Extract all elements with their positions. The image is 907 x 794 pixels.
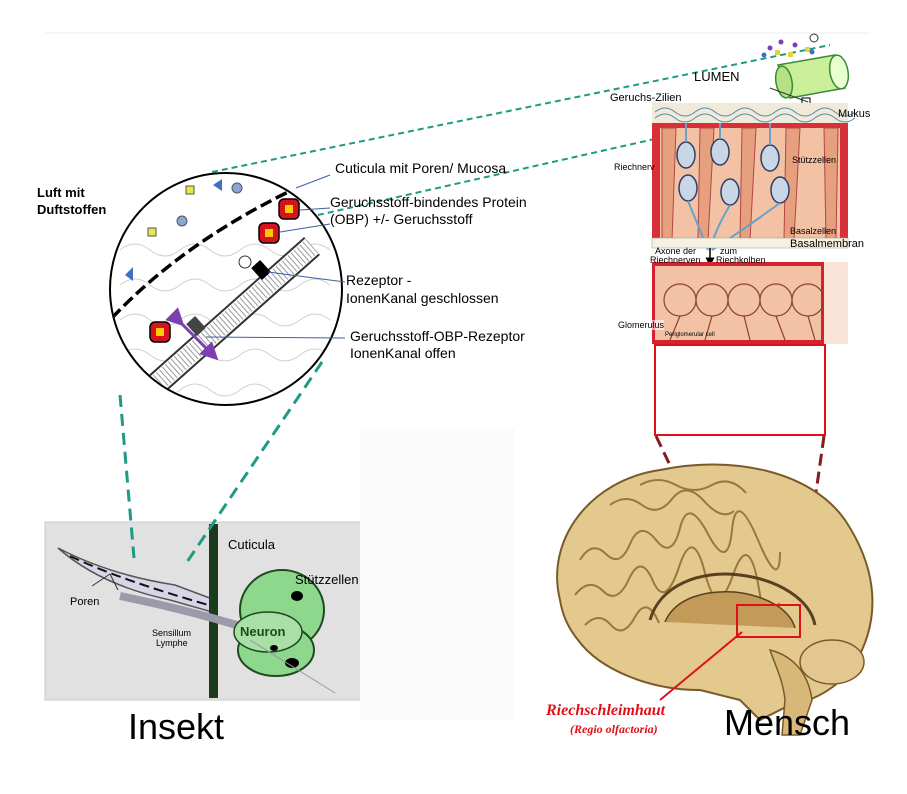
neuron-label: Neuron xyxy=(240,624,286,639)
insect-zoom-circle xyxy=(109,172,346,406)
lumen-tube xyxy=(761,33,850,107)
obp-label-line2: (OBP) +/- Geruchsstoff xyxy=(330,211,473,227)
zum-label-line1: zum xyxy=(720,246,738,256)
human-epithelium-panel xyxy=(651,33,856,436)
poren-label: Poren xyxy=(70,596,100,608)
cuticle-pores-label: Cuticula mit Poren/ Mucosa xyxy=(335,160,507,176)
stuetzzellen-human-label: Stützzellen xyxy=(792,155,837,165)
riechnerv-label: Riechnerv xyxy=(614,162,655,172)
stuetzzellen-label: Stützzellen xyxy=(295,572,359,587)
air-label-line2: Duftstoffen xyxy=(37,202,107,217)
region-label-line2: (Regio olfactoria) xyxy=(570,722,658,736)
blank-panel xyxy=(360,428,515,720)
insect-caption: Insekt xyxy=(128,706,225,747)
cuticula-label: Cuticula xyxy=(228,537,275,552)
human-brain-illustration xyxy=(556,463,874,736)
zilien-label: Geruchs-Zilien xyxy=(610,92,682,104)
periglomerular-label: Periglomerular cell xyxy=(665,332,715,338)
receptor-label-line1: Rezeptor - xyxy=(346,272,412,288)
receptor-label-line2: IonenKanal geschlossen xyxy=(346,290,499,306)
axone-label-line2: Riechnerven xyxy=(650,255,701,265)
zum-label-line2: Riechkolben xyxy=(716,255,766,265)
complex-label-line2: IonenKanal offen xyxy=(350,345,456,361)
insect-sensillum-panel xyxy=(44,521,364,701)
human-caption: Mensch xyxy=(724,702,851,743)
lymphe-label-line2: Lymphe xyxy=(156,638,188,648)
glomerulus-label: Glomerulus xyxy=(618,320,665,330)
obp-label-line1: Geruchsstoff-bindendes Protein xyxy=(330,194,527,210)
air-label-line1: Luft mit xyxy=(37,185,85,200)
lymphe-label-line1: Sensillum xyxy=(152,628,192,638)
region-label-line1: Riechschleimhaut xyxy=(546,702,666,719)
mukus-label: Mukus xyxy=(838,108,871,120)
lumen-connectors xyxy=(211,44,831,216)
basalmembran-label: Basalmembran xyxy=(790,238,864,250)
insect-zoom-connectors xyxy=(118,361,324,566)
complex-label-line1: Geruchsstoff-OBP-Rezeptor xyxy=(350,328,525,344)
lumen-label: LUMEN xyxy=(694,69,740,84)
basalzellen-label: Basalzellen xyxy=(790,226,837,236)
axone-label-line1: Axone der xyxy=(655,246,697,256)
